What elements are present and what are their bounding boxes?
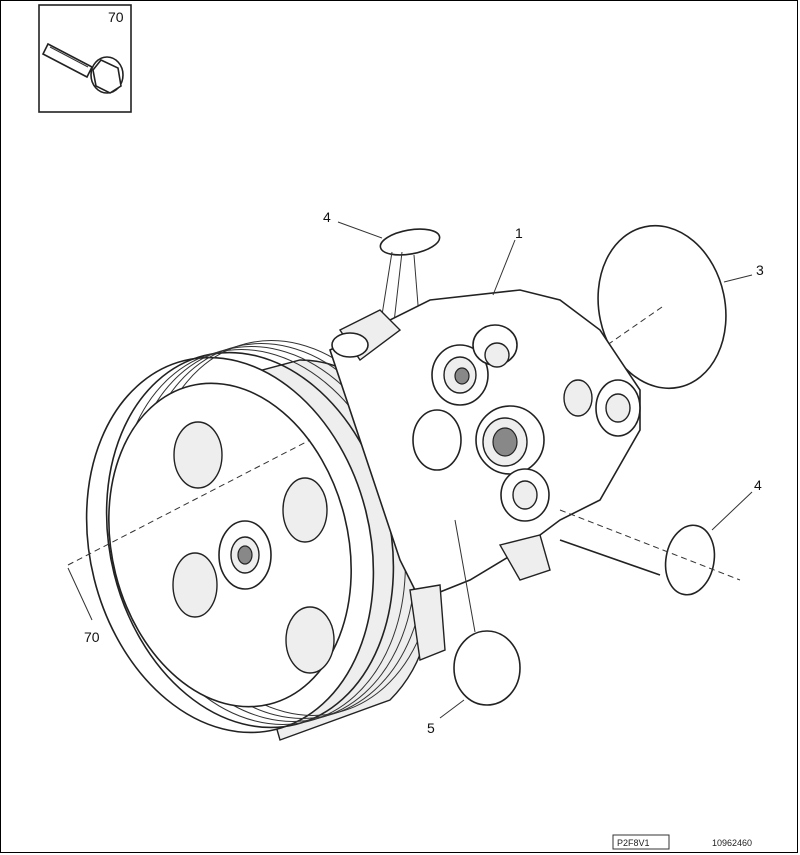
callout-pump-body: 1 — [515, 225, 523, 241]
pulley-bolt-axis: 70 — [67, 439, 311, 645]
bolt-icon — [41, 42, 124, 94]
callout-top-seal: 4 — [323, 209, 331, 225]
bolt-inset: 70 — [38, 4, 132, 113]
footer-ref-box: P2F8V1 — [617, 838, 650, 848]
bottom-seal-washer: 5 — [427, 519, 521, 736]
footer-code: 10962460 — [712, 838, 752, 848]
right-seal-washer: 4 — [559, 477, 762, 596]
pump-body — [329, 289, 641, 661]
callout-pulley-bolt: 70 — [84, 629, 100, 645]
callout-bottom-seal: 5 — [427, 720, 435, 736]
callout-bolt-inset: 70 — [108, 9, 124, 25]
top-seal-washer: 4 — [323, 209, 441, 341]
footer-reference: P2F8V1 10962460 — [612, 834, 752, 850]
large-seal-ring: 3 — [597, 224, 764, 390]
callout-right-seal: 4 — [754, 477, 762, 493]
callout-large-seal: 3 — [756, 262, 764, 278]
